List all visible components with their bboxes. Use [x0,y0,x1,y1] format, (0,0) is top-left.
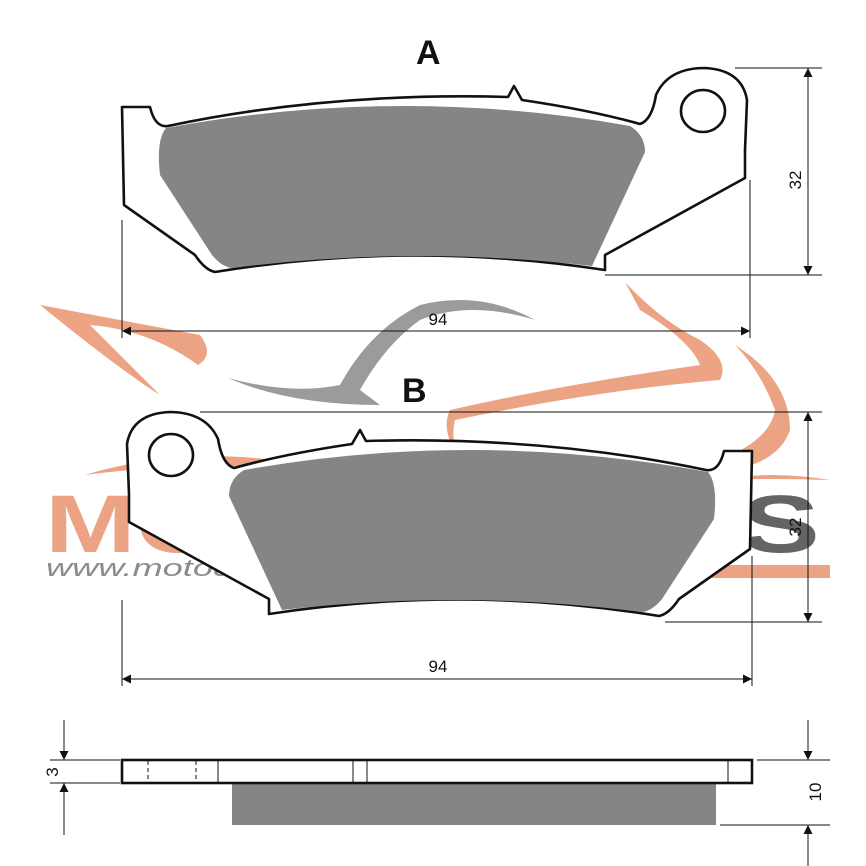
watermark-swoosh-orange-right [446,282,790,470]
pad-b-height-dim: 32 [786,518,805,537]
pad-a-width-dim: 94 [429,310,448,329]
side-view: 3 10 [43,720,830,866]
pad-a-label: A [416,34,441,72]
pad-a: A 32 94 [120,34,822,338]
plate-thickness-dim: 3 [43,767,62,776]
pad-b-width-dim: 94 [429,657,448,676]
watermark-swoosh-gray [228,300,535,405]
total-thickness-dim: 10 [806,783,825,802]
pad-a-height-dim: 32 [786,171,805,190]
pad-b: B 32 94 [121,372,822,686]
pad-b-label: B [402,372,427,410]
watermark-swoosh-orange [40,305,208,395]
